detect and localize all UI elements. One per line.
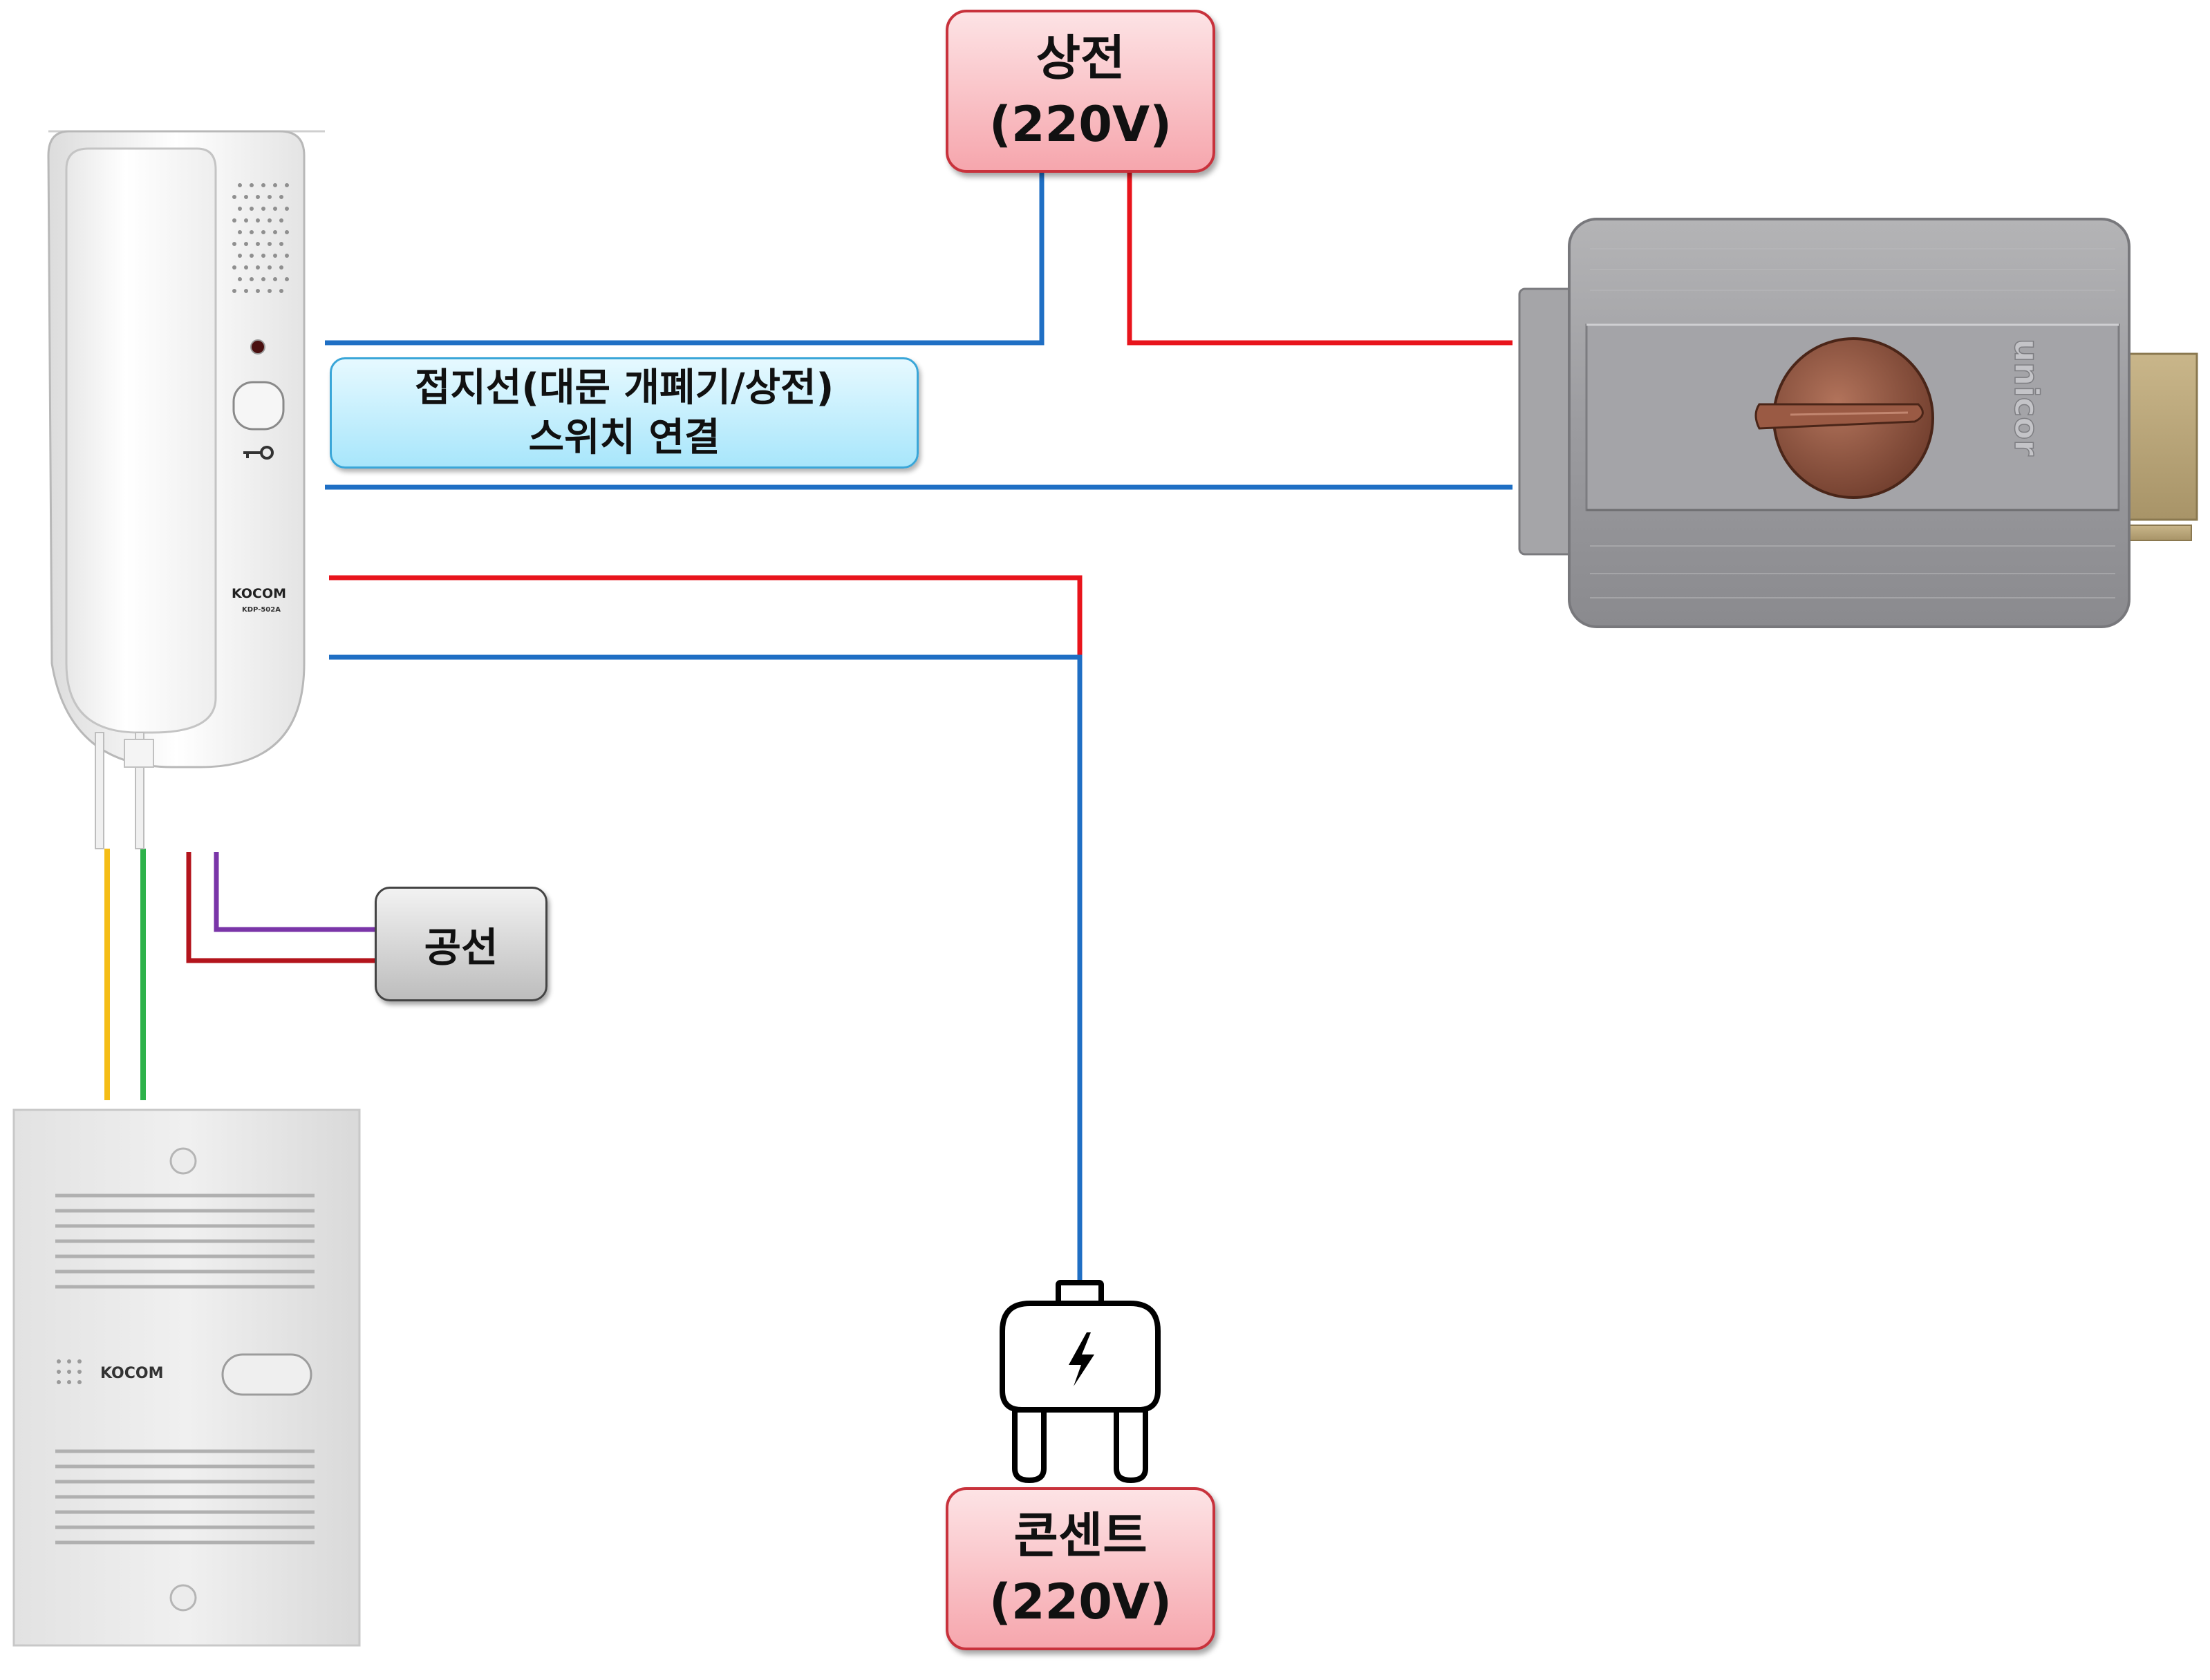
electric-lock [1518,218,2198,628]
mains-power-box: 상전 (220V) [946,10,1215,173]
outlet-box: 콘센트 (220V) [946,1487,1215,1650]
wires [104,171,1513,1283]
door-open-button[interactable] [232,381,285,431]
handset-receiver [65,147,217,734]
door-phone-logo: KOCOM [100,1365,164,1382]
key-icon [243,446,274,460]
intercom-handset [47,130,325,849]
outlet-title: 콘센트 [1013,1507,1148,1564]
door-phone-grille-top [55,1193,315,1289]
outlet-voltage: (220V) [989,1574,1172,1630]
ground-wire-subtitle: 스위치 연결 [528,415,720,460]
spare-wire-box: 공선 [375,887,547,1001]
wire-mains-blue [325,171,1045,346]
status-led [250,339,265,355]
handset-model: KDP-502A [242,606,281,614]
call-button[interactable] [221,1353,312,1396]
wire-outlet-red [329,575,1083,655]
door-phone-grille-bottom [55,1449,315,1545]
wire-outlet-blue [329,654,1083,1283]
ground-wire-title: 접지선(대문 개폐기/상전) [414,365,834,410]
wire-spare-purple [214,852,377,932]
ground-wire-box: 접지선(대문 개폐기/상전) 스위치 연결 [330,357,919,469]
spare-wire-label: 공선 [424,924,498,971]
mains-power-title: 상전 [1036,30,1125,86]
handset-logo: KOCOM [232,586,286,601]
power-plug-icon [1000,1280,1161,1483]
lightning-bolt-icon [1069,1332,1094,1386]
speaker-grille [232,183,289,293]
lock-brand: unicor [2007,339,2045,456]
lock-lever [1754,403,1924,430]
wire-mains-red [1127,171,1513,346]
wire-spare-darkred [186,852,377,963]
door-phone [12,1108,361,1647]
mains-power-voltage: (220V) [989,96,1172,153]
